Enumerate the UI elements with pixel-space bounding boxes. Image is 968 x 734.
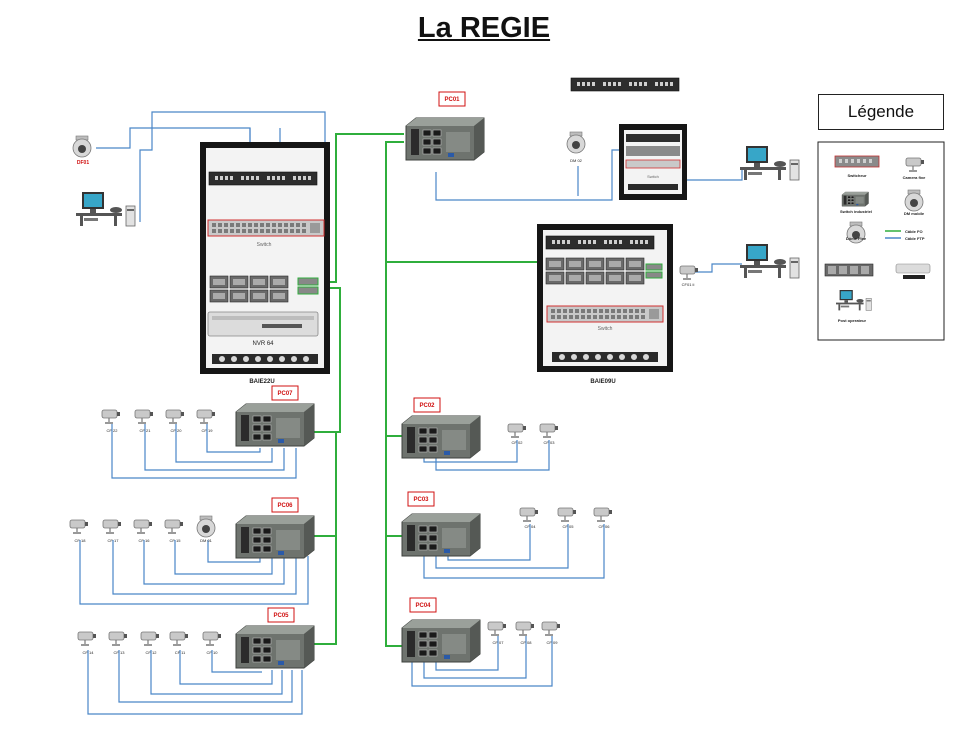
camera-pc03-1 <box>519 507 539 523</box>
camera-label: CF 19 <box>202 428 214 433</box>
industrial-switch-pc05 <box>235 625 315 669</box>
camera-label: CF 11 <box>175 650 186 655</box>
camera-pc03-2 <box>557 507 577 523</box>
camera-label: CF 09 <box>547 640 559 645</box>
camera-label: CF 20 <box>171 428 183 433</box>
pc03-label: PC03 <box>413 497 429 503</box>
rack-right-switch-label: Switch <box>598 326 613 332</box>
camera-pc07-2 <box>134 409 154 425</box>
camera-label: CF 04 <box>525 524 537 529</box>
legend-ftp-label: Câble FTP <box>905 236 925 241</box>
pc07-label: PC07 <box>277 391 293 397</box>
small-rack: Switch <box>619 124 687 200</box>
legend-nvr-icon <box>895 263 931 279</box>
camera-cf01 <box>679 265 699 281</box>
pc-labels: PC01 PC07 PC06 PC05 PC02 PC03 PC04 <box>267 91 466 623</box>
rack-baie09u: Switch <box>537 224 673 372</box>
rack-left-switch-label: Switch <box>257 242 272 248</box>
legend-switch-label: Switcheur <box>847 173 867 178</box>
operator-post-right <box>739 243 800 279</box>
top-patch-panel <box>570 77 680 92</box>
camera-pc06-2 <box>102 519 122 535</box>
camera-pc04-3 <box>541 621 561 637</box>
camera-label: CF 03 <box>544 440 556 445</box>
camera-label: CF 15 <box>170 538 182 543</box>
legend-industrial-switch-icon <box>841 191 869 207</box>
small-rack-switch-label: Switch <box>647 174 659 179</box>
cf01-label: CF01 ii <box>682 282 695 287</box>
camera-pc05-2 <box>108 631 128 647</box>
legend-operator-post-label: Post operateur <box>838 318 867 323</box>
camera-pc05-1 <box>77 631 97 647</box>
camera-pc03-3 <box>593 507 613 523</box>
camera-pc07-1 <box>101 409 121 425</box>
legend-mobile-dome-label: DM mobile <box>904 211 925 216</box>
rack-baie22u: Switch NVR 64 <box>200 142 330 374</box>
camera-label: CF 18 <box>75 538 87 543</box>
camera-label: CF 10 <box>207 650 219 655</box>
camera-pc07-3 <box>165 409 185 425</box>
camera-label: CF 16 <box>139 538 151 543</box>
rack-left-label: BAIE22U <box>249 379 274 385</box>
camera-label: CF 08 <box>521 640 533 645</box>
industrial-switch-pc02 <box>401 415 481 459</box>
camera-pc05-4 <box>169 631 189 647</box>
camera-pc02-2 <box>539 423 559 439</box>
industrial-switch-pc04 <box>401 619 481 663</box>
pc01-label: PC01 <box>444 97 460 103</box>
legend-fixed-camera-label: Camera fixe <box>903 175 926 180</box>
camera-label: CF 22 <box>107 428 119 433</box>
dm02-label: DM 02 <box>570 158 583 163</box>
page-title: La REGIE <box>417 12 551 44</box>
legend-fixed-dome-label: Dôme Fixe <box>846 236 867 241</box>
pc05-label: PC05 <box>273 613 289 619</box>
camera-label: CF 13 <box>114 650 126 655</box>
camera-label: CF 07 <box>493 640 505 645</box>
camera-label: CF 06 <box>599 524 611 529</box>
camera-pc04-2 <box>515 621 535 637</box>
camera-pc06-4 <box>164 519 184 535</box>
industrial-switch-pc07 <box>235 403 315 447</box>
operator-post-left <box>75 191 136 227</box>
camera-label: CF 17 <box>108 538 120 543</box>
nvr-label: NVR 64 <box>252 341 274 347</box>
camera-pc02-1 <box>507 423 527 439</box>
camera-label: CF 21 <box>140 428 152 433</box>
pc04-label: PC04 <box>415 603 431 609</box>
rack-right-label: BAIE09U <box>590 379 615 385</box>
legend-mobile-dome-icon <box>904 189 924 212</box>
industrial-switch-pc06 <box>235 515 315 559</box>
camera-label: CF 12 <box>146 650 158 655</box>
industrial-switch-pc01 <box>405 117 485 161</box>
camera-pc06-1 <box>69 519 89 535</box>
pc02-label: PC02 <box>419 403 435 409</box>
camera-pc06-3 <box>133 519 153 535</box>
dm01-label: DM 01 <box>200 538 213 543</box>
industrial-switch-pc03 <box>401 513 481 557</box>
camera-label: CF 14 <box>83 650 95 655</box>
df01-label: DF01 <box>77 160 89 166</box>
legend-industrial-switch-label: Switch industriel <box>840 209 872 214</box>
camera-label: CF 05 <box>563 524 575 529</box>
pc06-label: PC06 <box>277 503 293 509</box>
fo-cables <box>306 133 540 647</box>
dome-camera-df01 <box>72 135 92 158</box>
legend-title-box: Légende <box>818 94 944 130</box>
legend-title: Légende <box>847 102 915 121</box>
camera-pc05-5 <box>202 631 222 647</box>
camera-pc05-3 <box>140 631 160 647</box>
dome-camera-dm02 <box>566 131 586 154</box>
legend-fo-label: Câble FO <box>905 229 923 234</box>
legend-fibre-box-icon <box>824 263 874 277</box>
legend-panel: Switcheur Camera fixe Switch industriel … <box>817 141 945 341</box>
operator-post-right-top <box>739 145 800 181</box>
camera-label: CF 02 <box>512 440 524 445</box>
camera-pc04-1 <box>487 621 507 637</box>
dome-camera-dm01 <box>196 515 216 538</box>
camera-pc07-4 <box>196 409 216 425</box>
